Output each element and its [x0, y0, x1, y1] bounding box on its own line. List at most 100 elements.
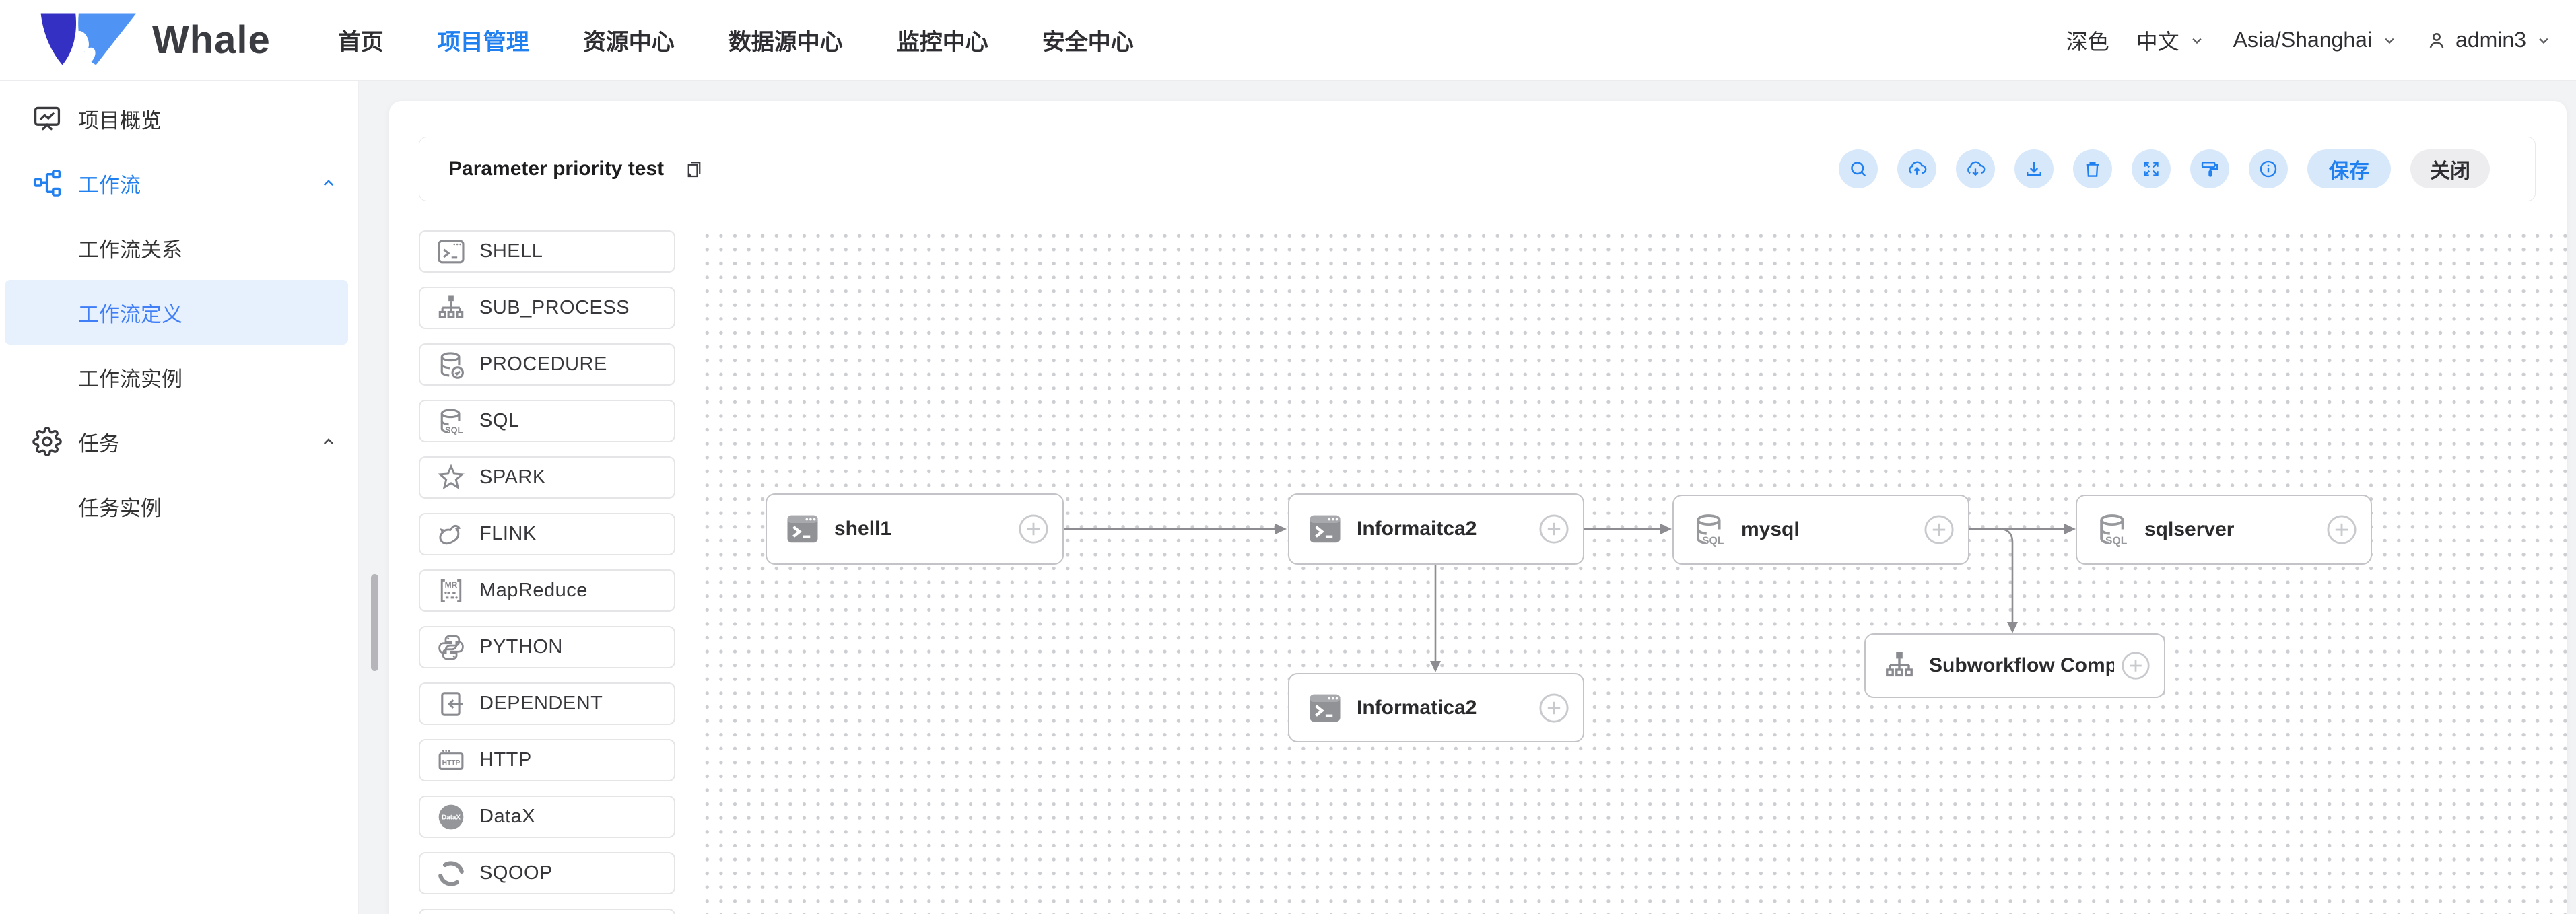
palette-item-label: PYTHON [479, 636, 563, 658]
palette-item-procedure[interactable]: PROCEDURE [419, 343, 675, 386]
plus-icon[interactable] [2121, 651, 2150, 680]
palette-item-datax[interactable]: DataX DataX [419, 796, 675, 838]
shell-icon [1310, 515, 1341, 543]
nav-item-home[interactable]: 首页 [337, 30, 384, 55]
copy-icon[interactable] [684, 158, 704, 180]
timezone-select[interactable]: Asia/Shanghai [2233, 28, 2399, 52]
workflow-icon [33, 170, 61, 197]
palette-item-label: MapReduce [479, 579, 588, 601]
dag-node-subworkflow[interactable]: Subworkflow Compon... [1864, 633, 2165, 698]
palette-item-label: SUB_PROCESS [479, 297, 630, 318]
palette-item-label: SQOOP [479, 862, 553, 884]
palette-item-mapreduce[interactable]: MR MapReduce [419, 569, 675, 612]
whale-logo-icon [40, 13, 136, 65]
user-menu[interactable]: admin3 [2426, 28, 2553, 52]
language-select[interactable]: 中文 [2136, 25, 2206, 56]
palette-item-python[interactable]: PYTHON [419, 626, 675, 668]
node-label: Informaitca2 [1357, 518, 1477, 540]
sqoop-icon [438, 860, 464, 886]
sidebar-item-workflow-relation[interactable]: 工作流关系 [5, 215, 348, 280]
brand-logo[interactable]: Whale [35, 11, 271, 70]
plus-icon[interactable] [1018, 514, 1049, 544]
mapreduce-icon: MR [440, 579, 462, 602]
dependent-icon [441, 691, 463, 716]
export-button[interactable] [2014, 149, 2054, 188]
task-type-palette: SHELL SUB_PROCESS PROCEDURE [419, 230, 675, 914]
chevron-up-icon[interactable] [318, 173, 339, 193]
fullscreen-icon [2144, 162, 2159, 176]
dag-canvas[interactable] [700, 229, 2567, 914]
palette-item-sub-process[interactable]: SUB_PROCESS [419, 287, 675, 329]
spark-icon [438, 463, 465, 489]
sub-process-icon [438, 295, 464, 318]
project-overview-icon [34, 106, 61, 131]
fullscreen-button[interactable] [2132, 149, 2171, 188]
info-button[interactable] [2249, 149, 2288, 188]
dag-node-informaitca2[interactable]: Informaitca2 [1288, 493, 1584, 565]
sql-icon: SQL [2100, 514, 2128, 547]
palette-item-sql[interactable]: SQL SQL [419, 400, 675, 442]
format-dag-button[interactable] [2190, 149, 2229, 188]
download-workflow-button[interactable] [1956, 149, 1995, 188]
chevron-down-icon [2539, 38, 2548, 44]
nav-item-monitor[interactable]: 监控中心 [896, 30, 988, 55]
http-icon: HTTP [438, 749, 464, 770]
palette-item-partial[interactable] [419, 909, 675, 914]
sidebar-item-label: 工作流定义 [78, 302, 182, 326]
sidebar-item-project-overview[interactable]: 项目概览 [5, 86, 348, 151]
plus-icon[interactable] [1924, 514, 1955, 545]
nav-item-resources[interactable]: 资源中心 [582, 30, 675, 55]
dag-toolbar: Parameter priority test [419, 137, 2536, 201]
palette-item-dependent[interactable]: DEPENDENT [419, 682, 675, 725]
dag-node-shell1[interactable]: shell1 [766, 493, 1064, 565]
sidebar-item-label: 任务实例 [78, 496, 162, 520]
sidebar-item-task-instance[interactable]: 任务实例 [5, 474, 348, 538]
close-button[interactable]: 关闭 [2410, 149, 2490, 188]
dag-node-mysql[interactable]: SQL mysql [1672, 495, 1969, 565]
palette-item-label: PROCEDURE [479, 353, 607, 375]
scrollbar-thumb[interactable] [371, 574, 378, 671]
username: admin3 [2455, 28, 2526, 52]
svg-text:SQL: SQL [2105, 536, 2128, 547]
python-icon [438, 634, 464, 660]
palette-item-spark[interactable]: SPARK [419, 456, 675, 499]
palette-item-http[interactable]: HTTP HTTP [419, 739, 675, 781]
palette-item-shell[interactable]: SHELL [419, 230, 675, 273]
palette-item-label: DEPENDENT [479, 693, 603, 714]
sidebar-item-label: 工作流实例 [78, 367, 182, 391]
svg-text:MR: MR [445, 580, 458, 590]
trash-icon [2086, 162, 2099, 177]
plus-icon[interactable] [1538, 693, 1569, 724]
sidebar-item-label: 工作流关系 [78, 238, 182, 262]
delete-button[interactable] [2073, 149, 2112, 188]
nav-item-datasources[interactable]: 数据源中心 [728, 30, 843, 55]
palette-item-label: SQL [479, 410, 520, 431]
upload-button[interactable] [1897, 149, 1936, 188]
workflow-editor-panel: Parameter priority test [389, 101, 2567, 914]
shell-icon [438, 240, 465, 263]
sidebar-item-label: 项目概览 [78, 108, 162, 133]
search-button[interactable] [1839, 149, 1878, 188]
plus-icon[interactable] [2326, 514, 2357, 545]
theme-toggle[interactable]: 深色 [2066, 29, 2109, 54]
workflow-title: Parameter priority test [448, 157, 665, 180]
plus-icon[interactable] [1538, 514, 1569, 544]
nav-item-projects[interactable]: 项目管理 [437, 30, 529, 55]
sidebar-item-task[interactable]: 任务 [5, 409, 348, 474]
cloud-upload-icon [1909, 161, 1927, 175]
sidebar-item-workflow[interactable]: 工作流 [5, 151, 348, 215]
sidebar-item-workflow-instance[interactable]: 工作流实例 [5, 345, 348, 409]
sidebar: 项目概览 工作流 工作流关系 工作流定义 工作流实例 任务 任务实例 [0, 81, 359, 914]
nav-item-security[interactable]: 安全中心 [1042, 30, 1134, 55]
save-button[interactable]: 保存 [2307, 149, 2391, 188]
palette-item-sqoop[interactable]: SQOOP [419, 852, 675, 894]
dag-node-informatica2[interactable]: Informatica2 [1288, 673, 1584, 742]
sidebar-item-workflow-definition[interactable]: 工作流定义 [5, 280, 348, 345]
chevron-up-icon[interactable] [318, 431, 339, 452]
sidebar-item-label: 工作流 [78, 173, 141, 197]
svg-text:HTTP: HTTP [442, 759, 461, 767]
palette-item-flink[interactable]: FLINK [419, 513, 675, 555]
node-label: sqlserver [2144, 518, 2235, 540]
sql-icon: SQL [1697, 514, 1724, 547]
dag-node-sqlserver[interactable]: SQL sqlserver [2076, 495, 2372, 565]
